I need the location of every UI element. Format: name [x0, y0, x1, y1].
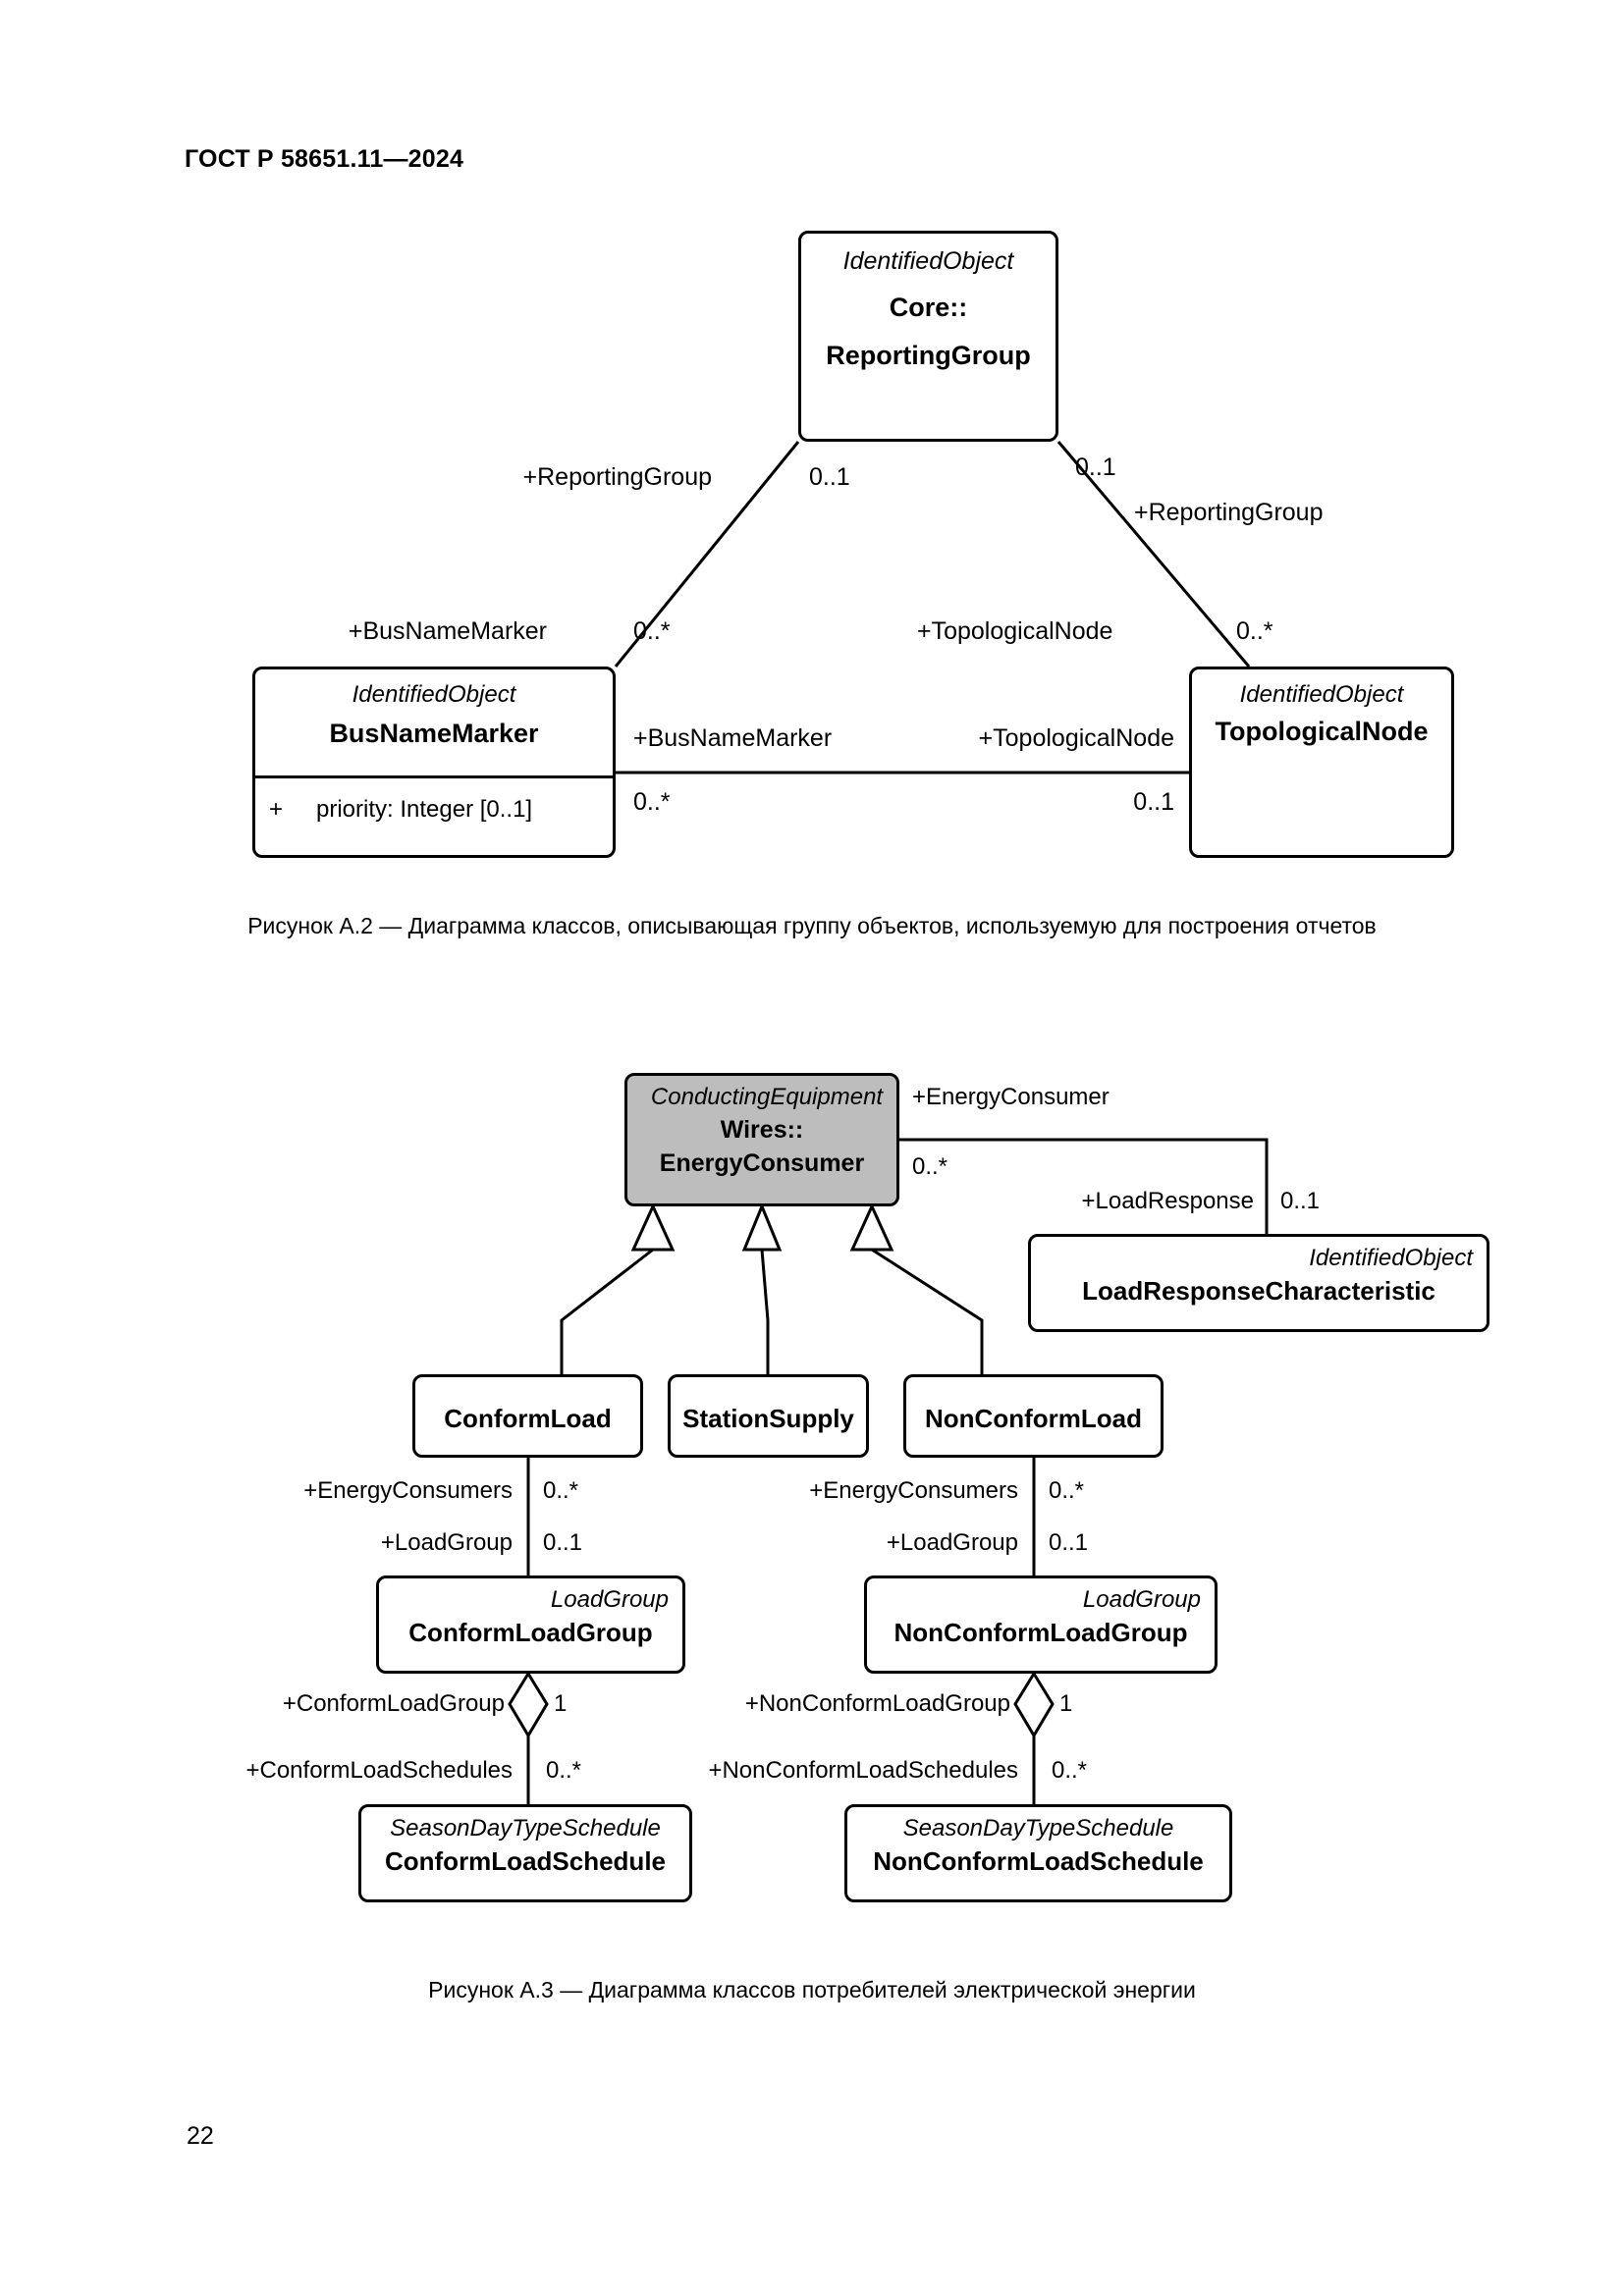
label-reportinggroup-right-role: +ReportingGroup: [1134, 499, 1324, 526]
attribute-visibility: +: [269, 796, 284, 823]
page-number: 22: [187, 2122, 214, 2150]
class-name: ConformLoadGroup: [408, 1618, 653, 1647]
class-conformload: ConformLoad: [412, 1374, 643, 1458]
class-name: NonConformLoadGroup: [893, 1618, 1188, 1647]
class-stereotype: IdentifiedObject: [1239, 681, 1404, 708]
class-name: LoadResponseCharacteristic: [1082, 1276, 1435, 1306]
class-name: NonConformLoad: [925, 1404, 1142, 1433]
figure-a3-caption: Рисунок А.3 — Диаграмма классов потребит…: [428, 1977, 1196, 2002]
label-nonconform-energyconsumers-role: +EnergyConsumers: [809, 1477, 1018, 1504]
class-name-line1: Wires::: [720, 1116, 804, 1144]
figure-a2-connectors: [614, 441, 1251, 774]
label-busnamemarker-role-mid: +BusNameMarker: [633, 724, 833, 752]
class-nonconformloadgroup: LoadGroup NonConformLoadGroup: [864, 1575, 1218, 1674]
attribute-row: + priority: Integer [0..1]: [255, 778, 613, 824]
class-name: TopologicalNode: [1215, 717, 1429, 746]
figure-a2-diagram: IdentifiedObject Core:: ReportingGroup I…: [0, 0, 1624, 883]
class-topologicalnode: IdentifiedObject TopologicalNode: [1189, 667, 1454, 858]
label-conform-group-agg-mult: 1: [554, 1690, 568, 1717]
label-nonconform-schedules-role: +NonConformLoadSchedules: [708, 1757, 1018, 1784]
label-nonconform-schedules-mult: 0..*: [1052, 1757, 1088, 1784]
class-name: StationSupply: [682, 1404, 854, 1433]
class-stereotype: IdentifiedObject: [842, 247, 1014, 275]
label-reportinggroup-left-role: +ReportingGroup: [522, 463, 712, 491]
label-reportinggroup-left-mult: 0..1: [809, 463, 850, 491]
label-conform-group-agg-role: +ConformLoadGroup: [282, 1690, 505, 1717]
class-reportinggroup: IdentifiedObject Core:: ReportingGroup: [798, 231, 1058, 442]
label-conform-loadgroup-role: +LoadGroup: [380, 1529, 513, 1556]
class-busnamemarker: IdentifiedObject BusNameMarker + priority…: [252, 667, 616, 858]
class-stereotype: SeasonDayTypeSchedule: [902, 1815, 1174, 1842]
label-nonconform-group-agg-mult: 1: [1059, 1690, 1073, 1717]
class-nonconformloadschedule: SeasonDayTypeSchedule NonConformLoadSche…: [844, 1804, 1232, 1902]
class-name: ConformLoadSchedule: [384, 1846, 666, 1876]
class-name-line2: EnergyConsumer: [659, 1149, 865, 1177]
label-nonconform-loadgroup-role: +LoadGroup: [886, 1529, 1018, 1556]
figure-a3-diagram: ConductingEquipment Wires:: EnergyConsum…: [0, 0, 1624, 1902]
class-name: ConformLoad: [444, 1404, 612, 1433]
figure-a3-connectors: [508, 1138, 1269, 1804]
label-topologicalnode-role-top: +TopologicalNode: [917, 617, 1113, 645]
label-energyconsumer-mult: 0..*: [912, 1153, 948, 1180]
figure-a2-caption: Рисунок А.2 — Диаграмма классов, описыва…: [247, 913, 1377, 938]
class-energyconsumer: ConductingEquipment Wires:: EnergyConsum…: [624, 1073, 899, 1206]
class-nonconformload: NonConformLoad: [903, 1374, 1164, 1458]
class-stereotype: IdentifiedObject: [352, 681, 516, 708]
label-topologicalnode-mult-top: 0..*: [1236, 617, 1273, 645]
label-energyconsumer-role: +EnergyConsumer: [912, 1084, 1110, 1110]
label-conform-energyconsumers-role: +EnergyConsumers: [303, 1477, 513, 1504]
label-busnamemarker-mult-top: 0..*: [633, 617, 671, 645]
label-nonconform-energyconsumers-mult: 0..*: [1049, 1477, 1085, 1504]
running-head: ГОСТ Р 58651.11—2024: [185, 145, 464, 173]
label-loadresponse-mult: 0..1: [1280, 1188, 1321, 1214]
label-reportinggroup-right-mult: 0..1: [1075, 454, 1116, 481]
label-conform-loadgroup-mult: 0..1: [543, 1529, 583, 1556]
class-stereotype: LoadGroup: [1082, 1586, 1201, 1613]
attributes-compartment: + priority: Integer [0..1]: [255, 775, 613, 861]
class-name: BusNameMarker: [329, 719, 539, 748]
class-stereotype: LoadGroup: [550, 1586, 669, 1613]
class-conformloadgroup: LoadGroup ConformLoadGroup: [376, 1575, 685, 1674]
label-busnamemarker-mult-mid: 0..*: [633, 788, 671, 816]
class-name-line1: Core::: [889, 293, 968, 322]
class-stereotype: IdentifiedObject: [1309, 1245, 1473, 1271]
class-name-line2: ReportingGroup: [826, 340, 1031, 370]
label-loadresponse-role: +LoadResponse: [1081, 1188, 1254, 1214]
class-conformloadschedule: SeasonDayTypeSchedule ConformLoadSchedul…: [358, 1804, 692, 1902]
class-stereotype: SeasonDayTypeSchedule: [390, 1815, 661, 1842]
label-conform-schedules-mult: 0..*: [546, 1757, 582, 1784]
class-loadresponsecharacteristic: IdentifiedObject LoadResponseCharacteris…: [1028, 1234, 1489, 1332]
label-topologicalnode-role-mid: +TopologicalNode: [978, 724, 1174, 752]
label-nonconform-loadgroup-mult: 0..1: [1049, 1529, 1089, 1556]
label-conform-energyconsumers-mult: 0..*: [543, 1477, 579, 1504]
label-nonconform-group-agg-role: +NonConformLoadGroup: [744, 1690, 1010, 1717]
attribute-text: priority: Integer [0..1]: [316, 796, 533, 823]
class-name: NonConformLoadSchedule: [873, 1846, 1204, 1876]
class-stereotype: ConductingEquipment: [650, 1084, 884, 1110]
label-busnamemarker-role-top: +BusNameMarker: [348, 617, 547, 645]
label-topologicalnode-mult-mid: 0..1: [1133, 788, 1174, 816]
class-stationsupply: StationSupply: [668, 1374, 869, 1458]
label-conform-schedules-role: +ConformLoadSchedules: [245, 1757, 513, 1784]
